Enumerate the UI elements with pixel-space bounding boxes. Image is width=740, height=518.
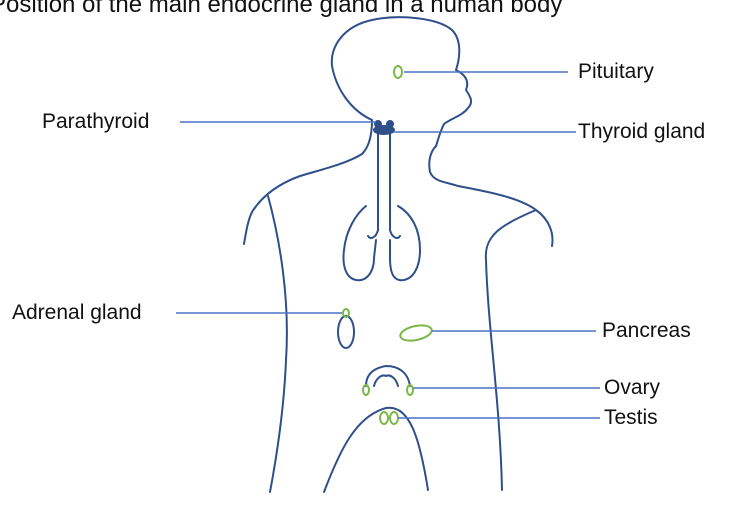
label-adrenal: Adrenal gland: [12, 301, 142, 325]
label-parathyroid: Parathyroid: [42, 110, 149, 134]
uterus: [374, 375, 398, 386]
label-pituitary: Pituitary: [578, 60, 654, 84]
label-thyroid: Thyroid gland: [578, 120, 705, 144]
label-pancreas: Pancreas: [602, 319, 691, 343]
trachea: [368, 132, 378, 238]
left-arm-outline: [268, 196, 287, 492]
label-ovary: Ovary: [604, 376, 660, 400]
kidney: [338, 316, 354, 348]
trachea: [390, 132, 400, 238]
pancreas-gland: [399, 323, 433, 343]
right-arm-outline: [486, 210, 536, 490]
left-leg-outline: [324, 408, 428, 492]
shoulder-left-outline: [244, 120, 372, 244]
left-lung: [344, 206, 377, 280]
testis-right: [390, 412, 398, 424]
head-outline: [332, 17, 471, 146]
testis-left: [380, 412, 388, 424]
right-lung: [390, 206, 420, 280]
pituitary-gland: [394, 66, 402, 78]
parathyroid-shape: [387, 121, 393, 127]
label-testis: Testis: [604, 406, 658, 430]
shoulder-right-outline: [429, 146, 552, 246]
